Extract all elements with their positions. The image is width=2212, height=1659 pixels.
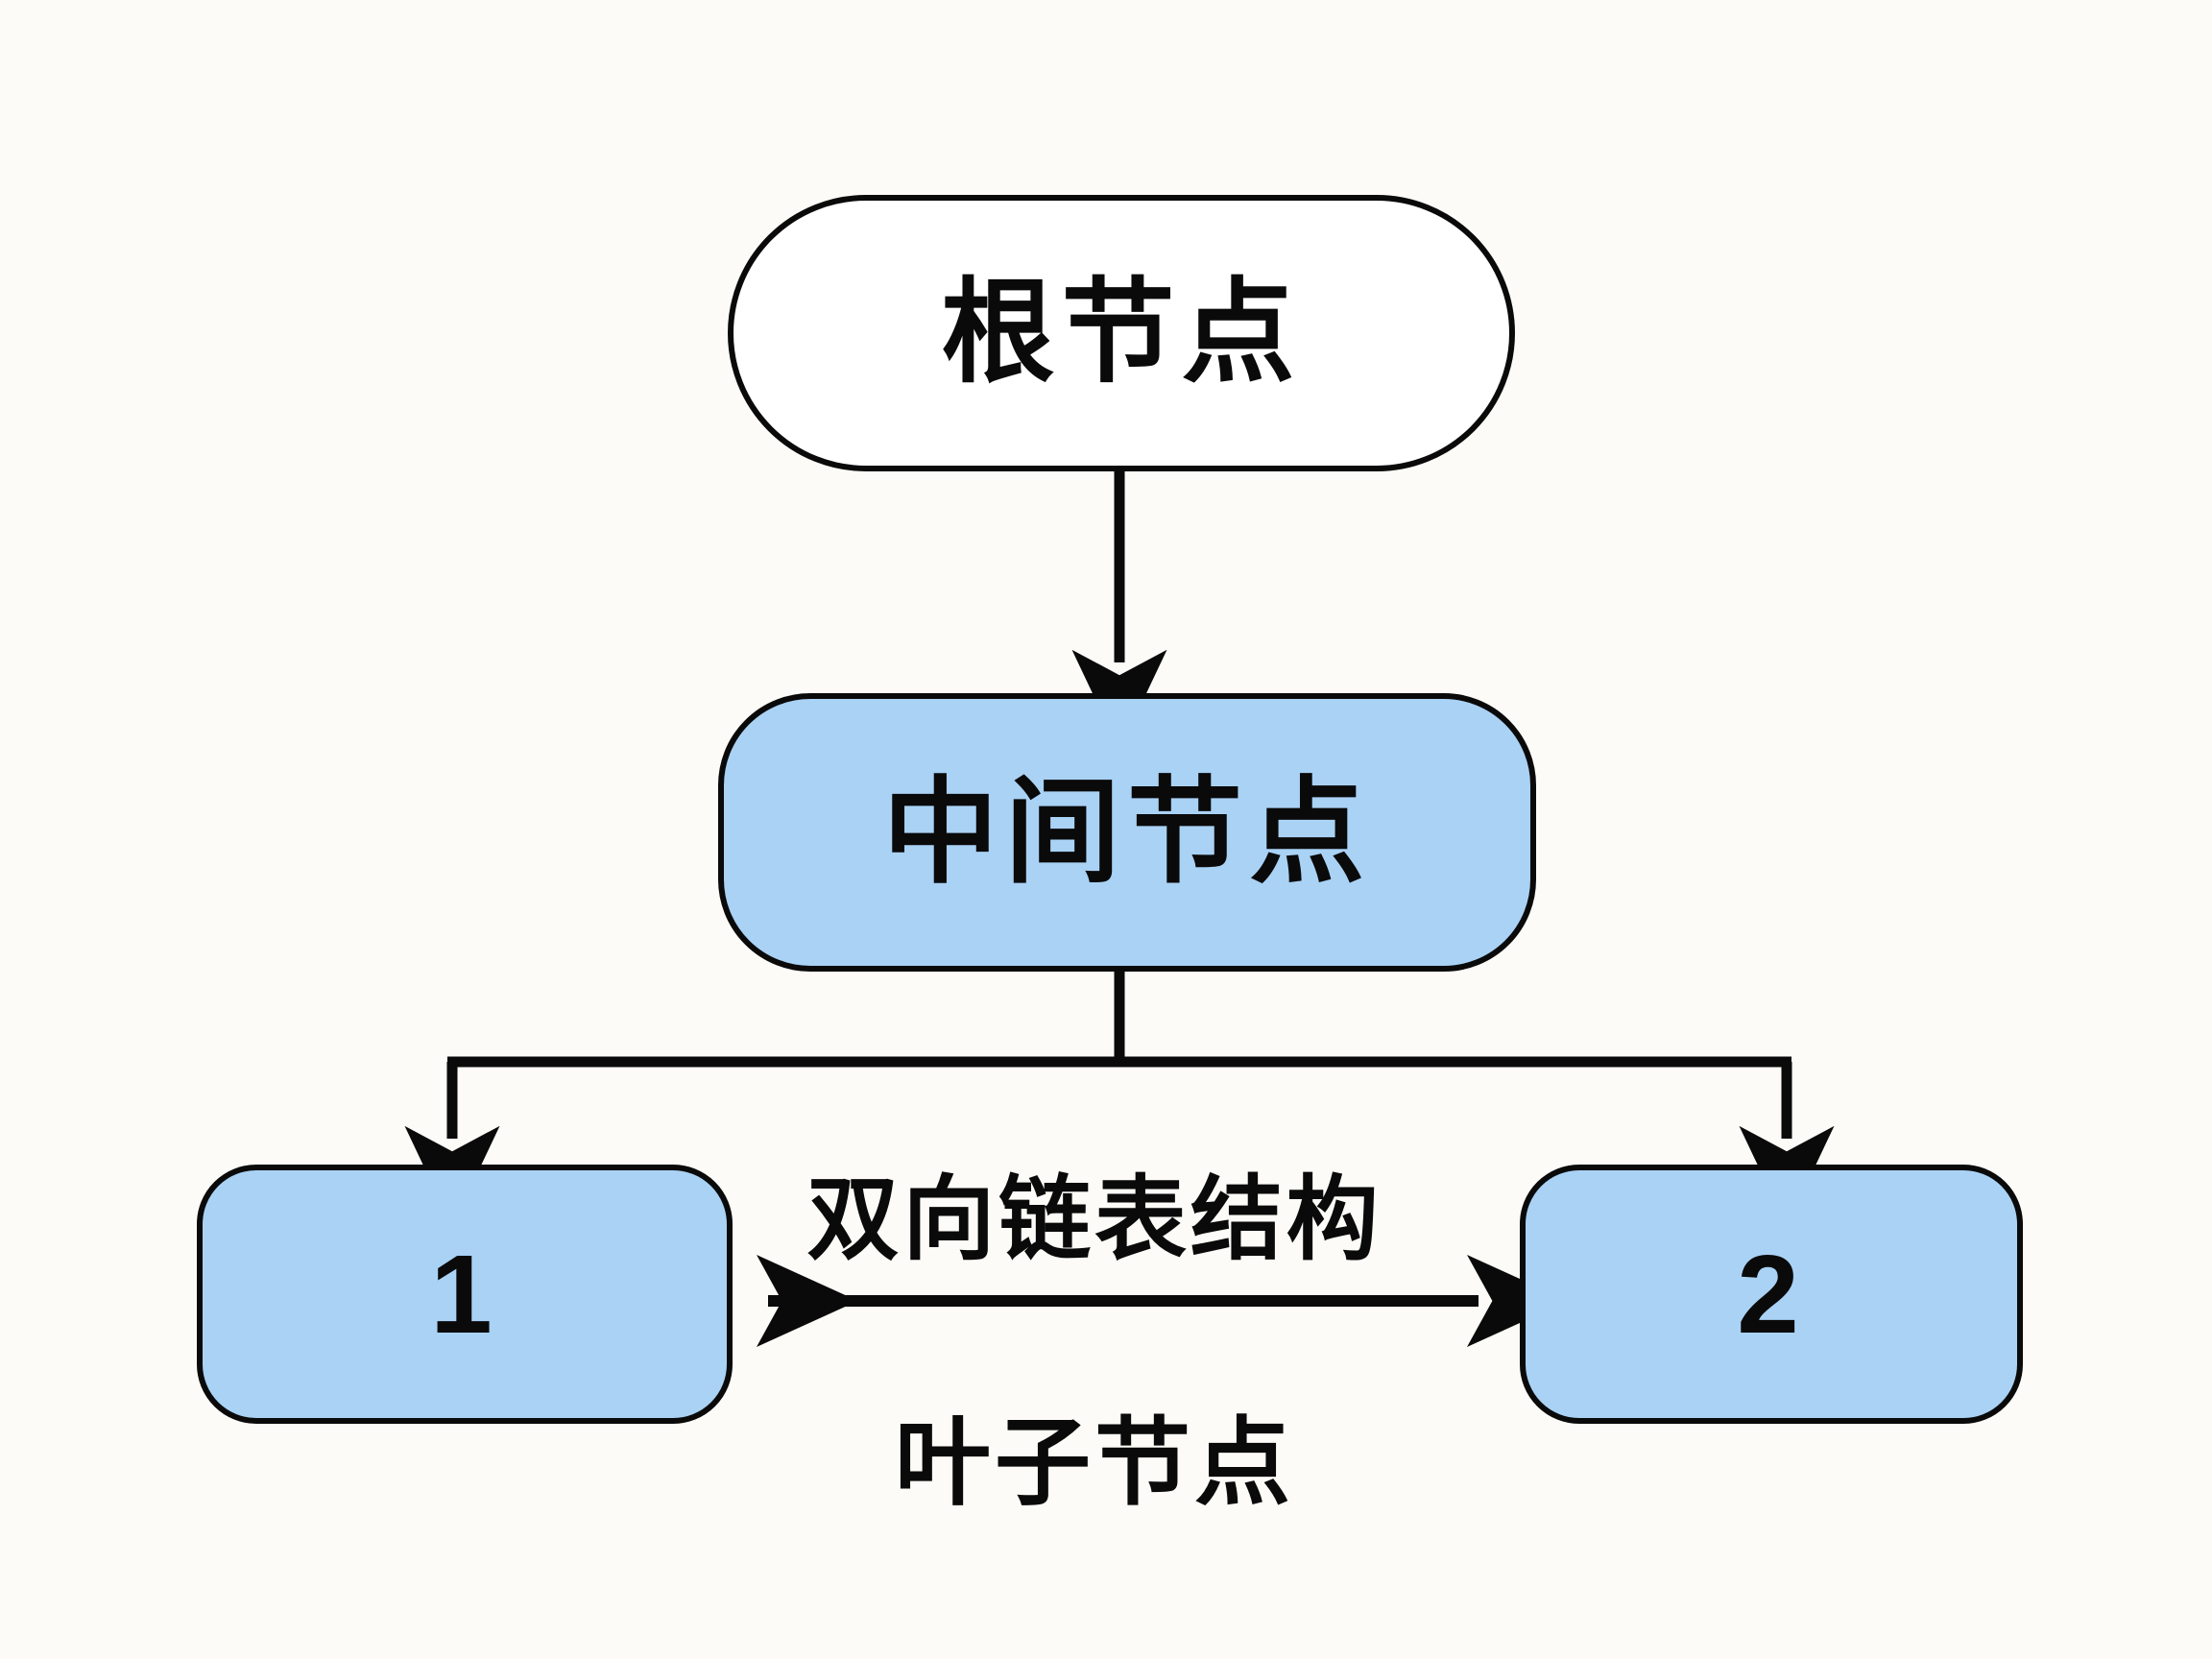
node-root[interactable]: 根节点 bbox=[728, 195, 1515, 471]
node-middle-label: 中间节点 bbox=[882, 768, 1372, 897]
node-leaf-2[interactable]: 2 bbox=[1520, 1165, 2023, 1424]
edge-middle-branch-bus bbox=[447, 972, 1791, 1068]
caption-leaf-group: 叶子节点 bbox=[895, 1409, 1294, 1517]
node-leaf-1[interactable]: 1 bbox=[197, 1165, 733, 1424]
node-root-label: 根节点 bbox=[941, 270, 1302, 397]
node-middle[interactable]: 中间节点 bbox=[718, 693, 1536, 972]
node-leaf-1-label: 1 bbox=[430, 1232, 499, 1357]
caption-link-structure: 双向链表结构 bbox=[806, 1168, 1382, 1271]
node-leaf-2-label: 2 bbox=[1737, 1232, 1806, 1357]
